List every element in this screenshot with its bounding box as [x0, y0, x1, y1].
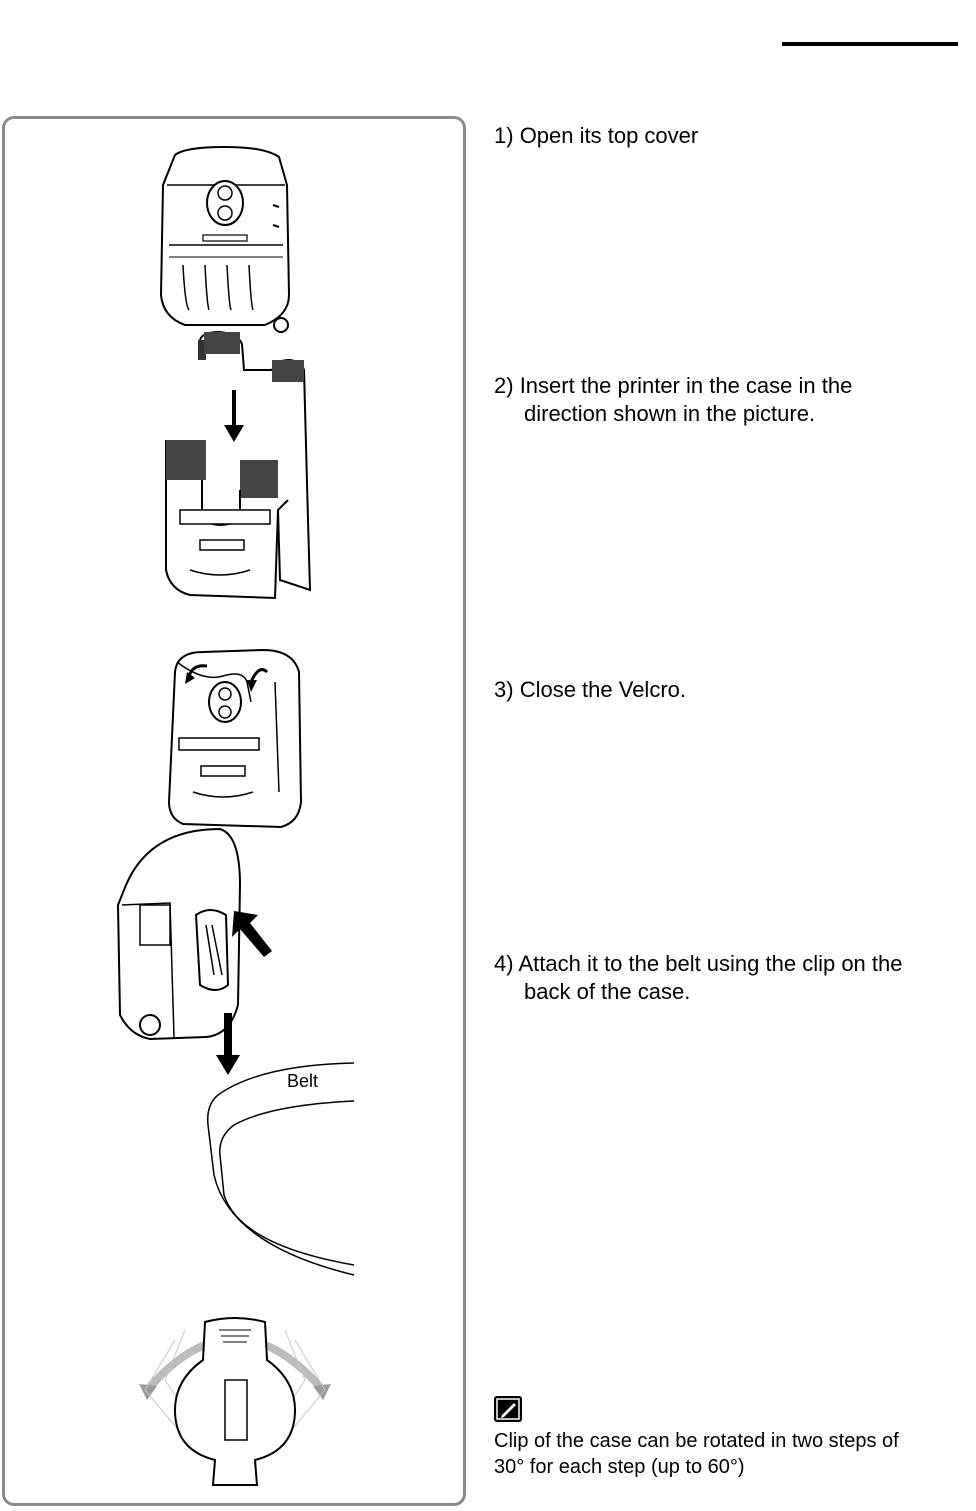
step-4: 4) Attach it to the belt using the clip … [494, 950, 954, 1006]
case-insert-illustration [160, 330, 315, 605]
step-3: 3) Close the Velcro. [494, 676, 954, 704]
belt-label: Belt [287, 1071, 318, 1092]
step-3-number: 3) [494, 677, 514, 702]
step-4-text: Attach it to the belt using the clip on … [518, 951, 902, 976]
pencil-note-icon [494, 1396, 522, 1422]
note-text: Clip of the case can be rotated in two s… [494, 1428, 954, 1480]
step-1-number: 1) [494, 123, 514, 148]
printer-illustration [155, 145, 295, 340]
note-line-2: 30° for each step (up to 60°) [494, 1454, 954, 1480]
step-2: 2) Insert the printer in the case in the… [494, 372, 954, 428]
step-4-text-cont: back of the case. [494, 978, 954, 1006]
velcro-close-illustration [163, 642, 308, 832]
step-1-text: Open its top cover [520, 123, 699, 148]
step-2-number: 2) [494, 373, 514, 398]
step-2-text-cont: direction shown in the picture. [494, 400, 954, 428]
belt-clip-illustration [110, 825, 360, 1280]
step-2-text: Insert the printer in the case in the [520, 373, 853, 398]
header-rule [782, 42, 958, 46]
step-3-text: Close the Velcro. [520, 677, 686, 702]
step-4-number: 4) [494, 951, 514, 976]
note-line-1: Clip of the case can be rotated in two s… [494, 1428, 954, 1454]
clip-rotation-illustration [135, 1300, 335, 1495]
step-1: 1) Open its top cover [494, 122, 954, 150]
